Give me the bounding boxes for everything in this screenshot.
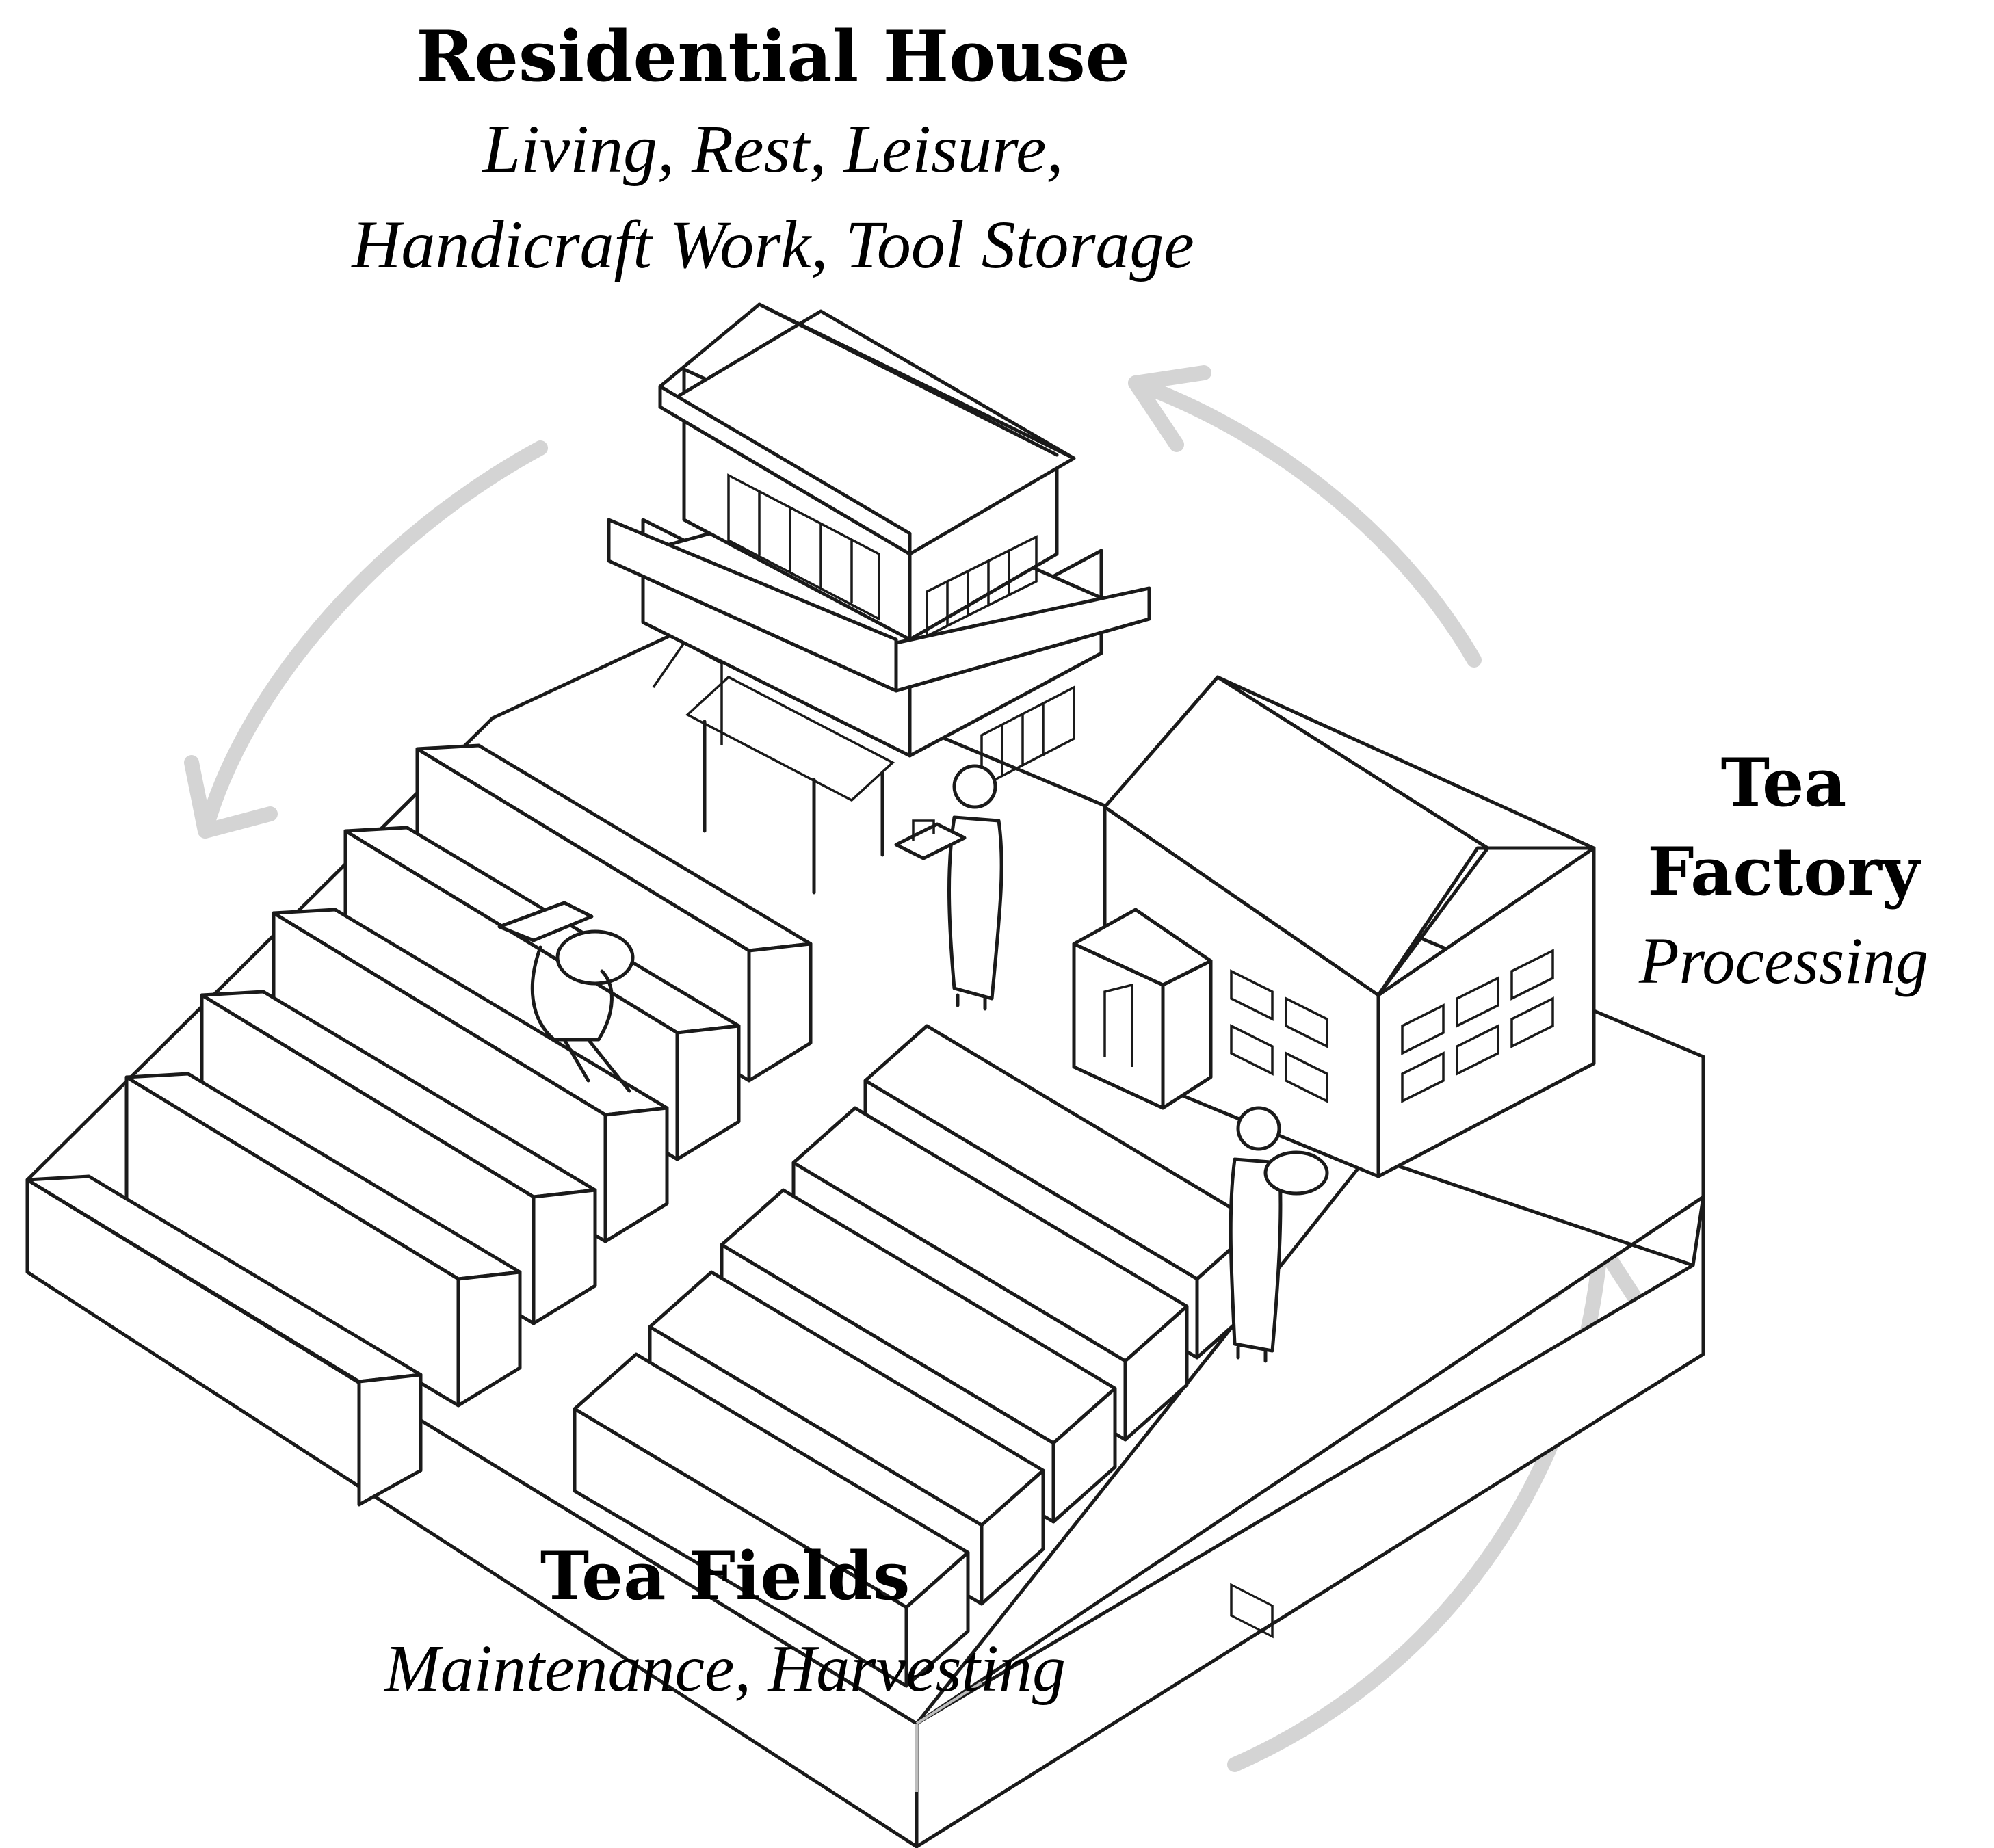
tea-fields-title: Tea Fields <box>540 1537 910 1615</box>
arrow-house-to-fields <box>198 440 548 839</box>
arrow-factory-to-house-head <box>1128 365 1211 452</box>
hidden-row-edges <box>915 1681 983 1792</box>
small-shed <box>1072 908 1213 1110</box>
figure-house-porch <box>894 764 1003 1011</box>
tea-row <box>25 1174 423 1507</box>
arrow-factory-to-house <box>1128 375 1482 668</box>
tea-rows-right <box>573 1024 1261 1792</box>
factory-windows <box>1230 949 1554 1639</box>
residential-house-title: Residential House <box>416 16 1130 98</box>
tea-factory-title: Tea Factory <box>1647 744 1920 910</box>
figure-harvester-fields <box>497 901 635 1093</box>
figure-factory-worker <box>1229 1106 1329 1363</box>
arrow-house-to-fields-head <box>184 755 278 839</box>
residential-house-building <box>607 302 1151 895</box>
tea-fields-activities: Maintenance, Harvesting <box>384 1632 1066 1706</box>
tea-factory-building <box>1072 675 1596 1639</box>
tea-fields-label: Tea Fields Maintenance, Harvesting <box>274 1532 1177 1717</box>
residential-house-activities-line1: Living, Rest, Leisure, <box>482 111 1064 187</box>
residential-house-label: Residential House Living, Rest, Leisure,… <box>226 12 1320 293</box>
tea-row <box>124 1072 522 1408</box>
residential-house-activities-line2: Handicraft Work, Tool Storage <box>352 207 1194 282</box>
tea-row <box>573 1352 970 1688</box>
tea-factory-label: Tea Factory Processing <box>1573 739 1994 1005</box>
tea-factory-activities: Processing <box>1638 924 1929 997</box>
